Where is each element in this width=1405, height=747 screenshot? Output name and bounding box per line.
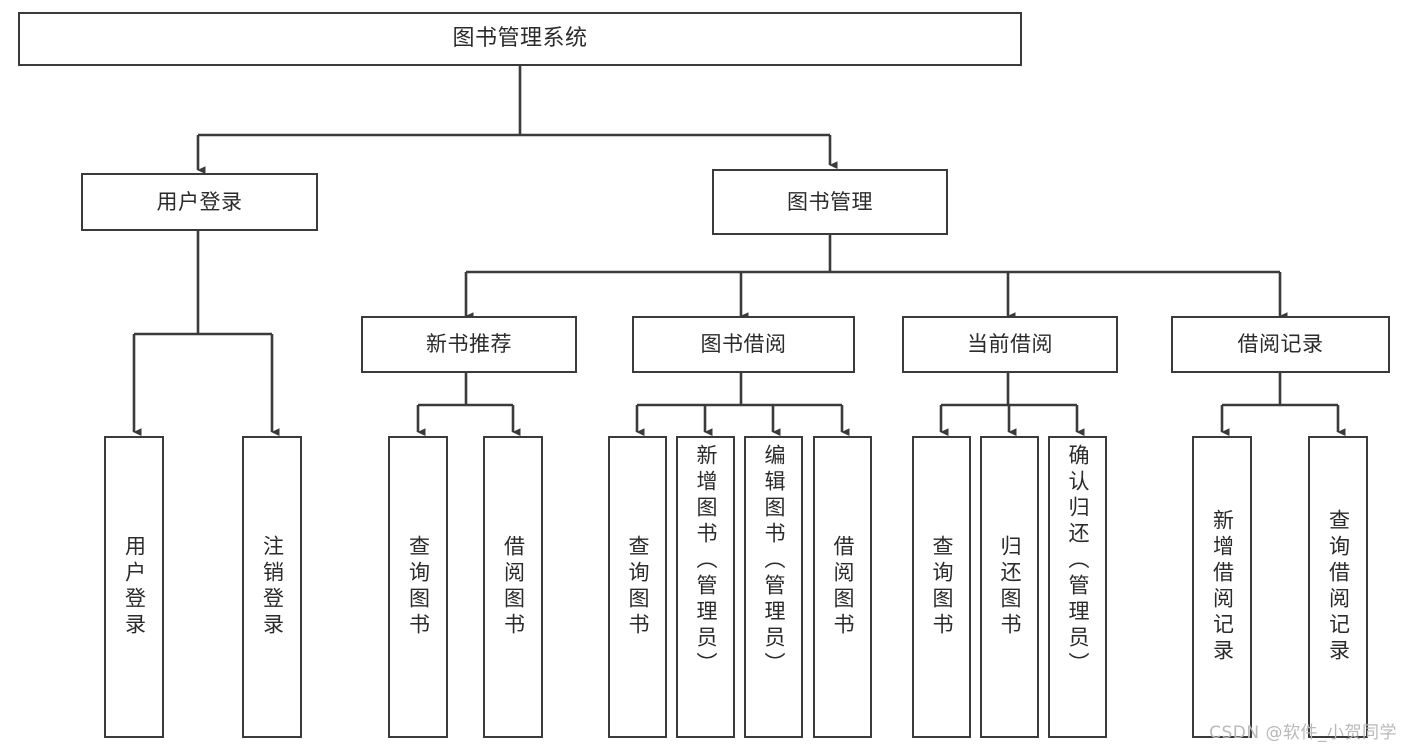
node-leaf-query-book-1-label: 查询图书 xyxy=(406,535,431,639)
node-leaf-borrow-book-2[interactable]: 借阅图书 xyxy=(813,436,872,738)
node-root[interactable]: 图书管理系统 xyxy=(18,12,1022,66)
node-leaf-query-record[interactable]: 查询借阅记录 xyxy=(1308,436,1368,738)
node-leaf-query-book-1[interactable]: 查询图书 xyxy=(388,436,448,738)
node-current-borrow[interactable]: 当前借阅 xyxy=(902,316,1118,373)
node-user-login[interactable]: 用户登录 xyxy=(81,173,318,231)
node-leaf-add-record-label: 新增借阅记录 xyxy=(1210,509,1235,665)
node-leaf-query-record-label: 查询借阅记录 xyxy=(1326,509,1351,665)
node-borrow-record[interactable]: 借阅记录 xyxy=(1171,316,1390,373)
node-leaf-user-logout[interactable]: 注销登录 xyxy=(242,436,302,738)
node-new-book-recommend[interactable]: 新书推荐 xyxy=(361,316,577,373)
node-leaf-edit-book[interactable]: 编辑图书（管理员） xyxy=(744,436,803,738)
node-new-book-recommend-label: 新书推荐 xyxy=(426,332,512,357)
node-leaf-query-book-3-label: 查询图书 xyxy=(930,535,954,639)
node-leaf-edit-book-label: 编辑图书（管理员） xyxy=(762,444,786,678)
node-book-management-label: 图书管理 xyxy=(787,189,873,214)
node-leaf-return-book[interactable]: 归还图书 xyxy=(980,436,1039,738)
node-book-management[interactable]: 图书管理 xyxy=(712,169,948,235)
node-root-label: 图书管理系统 xyxy=(452,26,588,52)
node-leaf-user-login[interactable]: 用户登录 xyxy=(104,436,164,738)
node-book-borrow[interactable]: 图书借阅 xyxy=(632,316,855,373)
node-leaf-query-book-3[interactable]: 查询图书 xyxy=(912,436,971,738)
node-leaf-borrow-book-2-label: 借阅图书 xyxy=(831,535,855,639)
node-leaf-add-book-label: 新增图书（管理员） xyxy=(694,444,718,678)
node-leaf-add-book[interactable]: 新增图书（管理员） xyxy=(676,436,735,738)
node-leaf-borrow-book-1[interactable]: 借阅图书 xyxy=(483,436,543,738)
node-leaf-user-logout-label: 注销登录 xyxy=(260,535,285,639)
node-leaf-query-book-2-label: 查询图书 xyxy=(626,535,650,639)
node-current-borrow-label: 当前借阅 xyxy=(967,332,1053,357)
node-book-borrow-label: 图书借阅 xyxy=(700,332,787,357)
node-leaf-query-book-2[interactable]: 查询图书 xyxy=(608,436,667,738)
node-leaf-return-book-label: 归还图书 xyxy=(998,535,1022,639)
node-leaf-borrow-book-1-label: 借阅图书 xyxy=(501,535,526,639)
node-leaf-confirm-return[interactable]: 确认归还（管理员） xyxy=(1048,436,1107,738)
node-leaf-add-record[interactable]: 新增借阅记录 xyxy=(1192,436,1252,738)
node-borrow-record-label: 借阅记录 xyxy=(1237,332,1324,357)
node-leaf-confirm-return-label: 确认归还（管理员） xyxy=(1066,444,1090,678)
node-leaf-user-login-label: 用户登录 xyxy=(122,535,147,639)
node-user-login-label: 用户登录 xyxy=(156,189,243,214)
csdn-watermark: CSDN @软件_小贺同学 xyxy=(1209,723,1397,743)
